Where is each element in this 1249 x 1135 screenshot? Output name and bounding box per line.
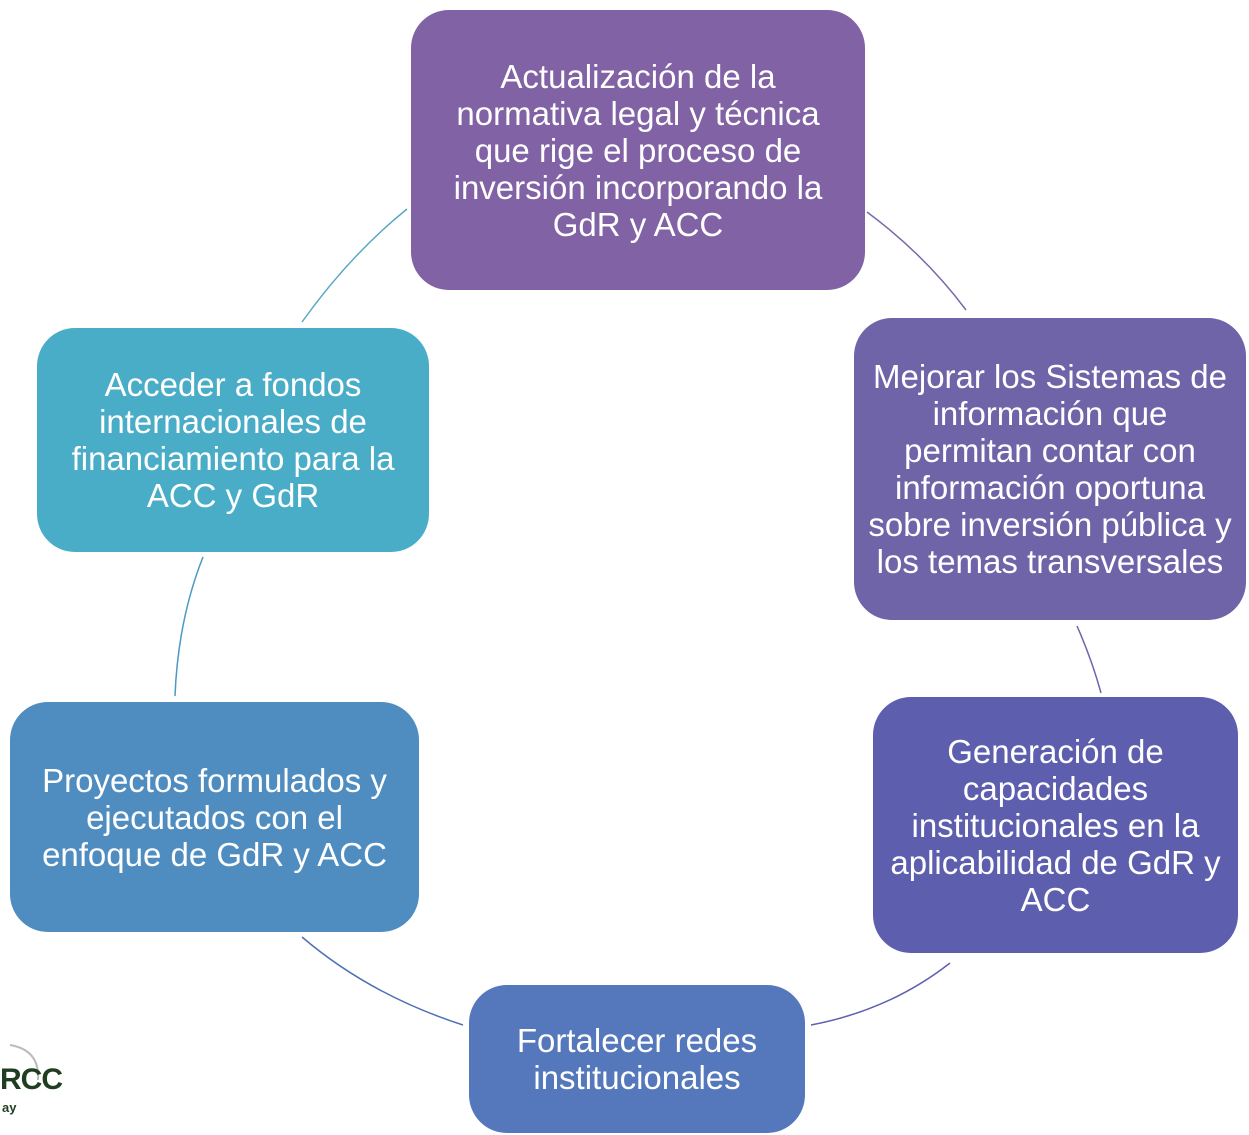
connector-1-2 [866, 211, 967, 311]
logo-subtext: ay [2, 1100, 17, 1115]
logo-text: RCC [0, 1063, 63, 1096]
connector-4-5 [301, 936, 464, 1026]
logo-mark [9, 1044, 40, 1081]
node-label: Acceder a fondos internacionales de fina… [71, 366, 395, 514]
node-label: Fortalecer redes institucionales [516, 1022, 758, 1096]
connector-5-6 [174, 556, 204, 697]
node-label: Proyectos formulados y ejecutados con el… [42, 761, 387, 873]
connector-3-4 [810, 962, 951, 1026]
cycle-node-proyectos: Proyectos formulados y ejecutados con el… [10, 702, 419, 932]
cycle-node-fondos: Acceder a fondos internacionales de fina… [37, 328, 429, 552]
node-label: Mejorar los Sistemas de información que … [868, 358, 1232, 580]
connector-2-3 [1076, 625, 1102, 694]
node-label: Actualización de la normativa legal y té… [453, 57, 823, 243]
cycle-node-capacidades: Generación de capacidades institucionale… [873, 697, 1238, 953]
node-label: Generación de capacidades institucionale… [890, 732, 1221, 918]
cycle-node-redes: Fortalecer redes institucionales [469, 985, 805, 1133]
cycle-node-sistemas-informacion: Mejorar los Sistemas de información que … [854, 318, 1246, 620]
connector-6-1 [301, 208, 408, 323]
cycle-node-normativa: Actualización de la normativa legal y té… [411, 10, 865, 290]
